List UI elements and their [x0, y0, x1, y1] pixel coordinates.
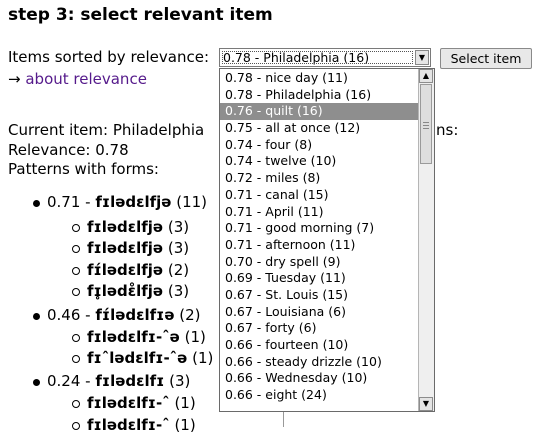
disc-bullet-icon: [33, 313, 40, 320]
grip-line: [423, 122, 429, 123]
phonetic-form: fɪlədɛlfɪ-ˆə: [87, 328, 180, 346]
dropdown-option[interactable]: 0.70 - dry spell (9): [225, 253, 341, 269]
relevance-label: Relevance: 0.78: [8, 141, 129, 159]
circle-bullet-icon: [72, 245, 80, 253]
form-count: (11): [171, 193, 208, 211]
dropdown-option[interactable]: 0.78 - nice day (11): [225, 70, 348, 85]
dropdown-option[interactable]: 0.67 - forty (6): [225, 320, 317, 336]
page-title: step 3: select relevant item: [8, 5, 273, 25]
form-count: (1): [169, 416, 196, 434]
form-count: (2): [163, 261, 190, 279]
phonetic-form: fɪ̥lədɛ̊lfjə: [87, 282, 164, 300]
patterns-with-forms-label: Patterns with forms:: [8, 160, 159, 178]
dropdown-option[interactable]: 0.66 - Wednesday (10): [225, 370, 368, 386]
dropdown-option[interactable]: 0.71 - April (11): [225, 203, 324, 219]
pattern-text: fɪˆlədɛlfɪ-ˆə (1): [87, 349, 213, 367]
pattern-text: fɪ́lədɛlfjə (2): [87, 261, 189, 279]
circle-bullet-icon: [72, 422, 80, 430]
form-count: (3): [164, 372, 191, 390]
circle-bullet-icon: [72, 334, 80, 342]
current-item-label: Current item: Philadelphia: [8, 121, 205, 139]
relevance-item-select[interactable]: 0.78 - Philadelphia (16) ▼: [219, 48, 431, 67]
phonetic-form: fɪ́lədɛlfjə: [87, 261, 164, 279]
chevron-down-icon[interactable]: ▼: [415, 50, 429, 65]
phonetic-form: fɪlədɛlfjə: [95, 193, 172, 211]
form-count: (3): [163, 282, 190, 300]
pattern-score: 0.46 -: [47, 306, 96, 324]
dropdown-option[interactable]: 0.74 - four (8): [225, 136, 313, 152]
dropdown-option[interactable]: 0.67 - St. Louis (15): [225, 286, 349, 302]
dropdown-option[interactable]: 0.76 - quilt (16): [220, 103, 418, 121]
dropdown-option[interactable]: 0.72 - miles (8): [225, 170, 321, 186]
dropdown-option[interactable]: 0.67 - Louisiana (6): [225, 303, 346, 319]
dropdown-option[interactable]: 0.75 - all at once (12): [225, 120, 361, 136]
dropdown-options: 0.78 - nice day (11)0.78 - Philadelphia …: [220, 70, 418, 404]
phonetic-form: fɪˆlədɛlfɪ-ˆə: [87, 349, 188, 367]
pattern-text: fɪlədɛlfjə (3): [87, 239, 189, 257]
dropdown-option[interactable]: 0.71 - good morning (7): [225, 220, 375, 236]
dropdown-option[interactable]: 0.69 - Tuesday (11): [225, 270, 346, 286]
phonetic-form: fɪlədɛlfɪ-ˆ: [87, 416, 170, 434]
pattern-text: fɪlədɛlfɪ-ˆ (1): [87, 394, 196, 412]
dropdown-option[interactable]: 0.74 - twelve (10): [225, 153, 337, 169]
circle-bullet-icon: [72, 400, 80, 408]
pattern-text: fɪ̥lədɛ̊lfjə (3): [87, 282, 189, 300]
phonetic-form: fɪlədɛlfɪ: [95, 372, 165, 390]
pattern-text: fɪlədɛlfjə (3): [87, 218, 189, 236]
disc-bullet-icon: [33, 200, 40, 207]
right-arrow-icon: →: [8, 70, 21, 88]
pattern-score: 0.71 -: [47, 193, 96, 211]
pattern-text: 0.46 - fɪ́lədɛlfɪə (2): [47, 306, 201, 324]
circle-bullet-icon: [72, 355, 80, 363]
pattern-text: fɪlədɛlfɪ-ˆə (1): [87, 328, 206, 346]
circle-bullet-icon: [72, 267, 80, 275]
dropdown-option[interactable]: 0.66 - eight (24): [225, 387, 327, 403]
dropdown-option[interactable]: 0.66 - steady drizzle (10): [225, 353, 382, 369]
disc-bullet-icon: [33, 379, 40, 386]
phonetic-form: fɪ́lədɛlfɪə: [95, 306, 175, 324]
pattern-text: fɪlədɛlfɪ-ˆ (1): [87, 416, 196, 434]
about-relevance-line: → about relevance: [8, 70, 147, 88]
scrollbar-thumb[interactable]: [420, 84, 432, 164]
pattern-text: 0.24 - fɪlədɛlfɪ (3): [47, 372, 190, 390]
dropdown-option[interactable]: 0.71 - afternoon (11): [225, 236, 356, 252]
select-current-value: 0.78 - Philadelphia (16): [223, 50, 370, 65]
pattern-score: 0.24 -: [47, 372, 96, 390]
dropdown-option[interactable]: 0.66 - fourteen (10): [225, 337, 349, 352]
circle-bullet-icon: [72, 288, 80, 296]
dropdown-scrollbar[interactable]: ▲ ▼: [418, 69, 434, 411]
pattern-text: 0.71 - fɪlədɛlfjə (11): [47, 193, 207, 211]
occluded-label-fragment: ns:: [436, 121, 459, 139]
grip-line: [423, 125, 429, 126]
form-count: (3): [163, 218, 190, 236]
phonetic-form: fɪlədɛlfjə: [87, 218, 164, 236]
phonetic-form: fɪlədɛlfjə: [87, 239, 164, 257]
dropdown-option[interactable]: 0.71 - canal (15): [225, 186, 329, 202]
form-count: (1): [179, 328, 206, 346]
phonetic-form: fɪlədɛlfɪ-ˆ: [87, 394, 170, 412]
scroll-up-icon[interactable]: ▲: [419, 69, 433, 83]
form-count: (2): [174, 306, 201, 324]
grip-line: [423, 128, 429, 129]
form-count: (1): [187, 349, 214, 367]
sorted-by-relevance-label: Items sorted by relevance:: [8, 48, 210, 66]
select-item-button[interactable]: Select item: [440, 48, 532, 69]
form-count: (1): [169, 394, 196, 412]
circle-bullet-icon: [72, 224, 80, 232]
dropdown-option[interactable]: 0.78 - Philadelphia (16): [225, 86, 372, 102]
form-count: (3): [163, 239, 190, 257]
about-relevance-link[interactable]: about relevance: [25, 70, 147, 88]
divider-line: [283, 412, 284, 427]
scroll-down-icon[interactable]: ▼: [419, 397, 433, 411]
focus-ring: [222, 51, 413, 64]
relevance-dropdown-list[interactable]: 0.78 - nice day (11)0.78 - Philadelphia …: [219, 68, 435, 412]
